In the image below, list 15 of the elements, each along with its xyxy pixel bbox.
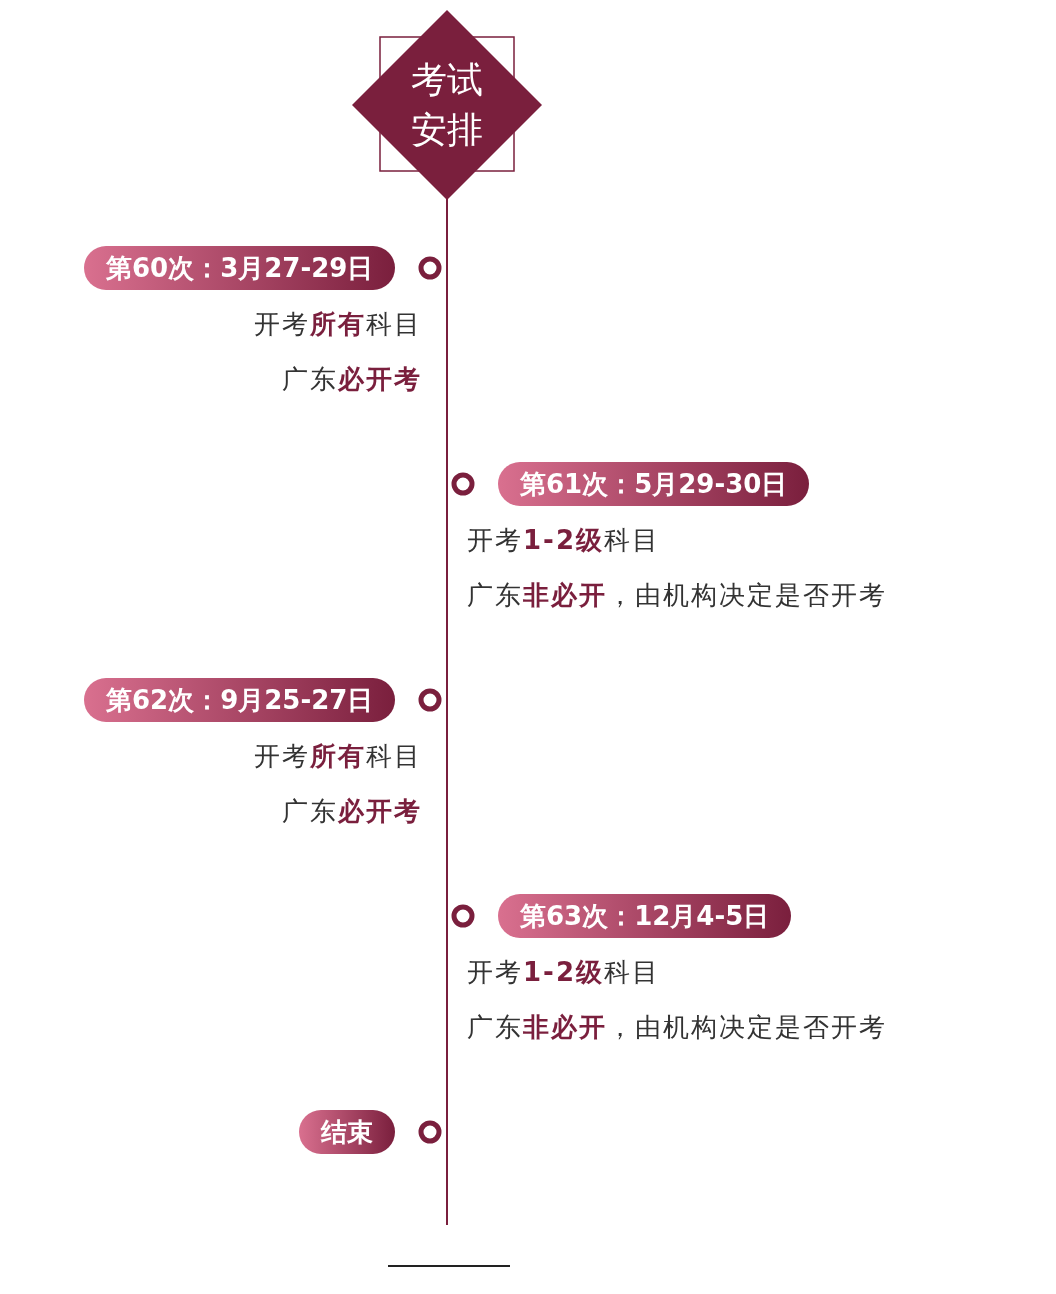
title-diamond <box>352 10 542 200</box>
description-text: 开考所有科目 <box>254 740 422 773</box>
description-text: 开考1-2级科目 <box>467 524 660 557</box>
description-text: 广东必开考 <box>282 363 422 396</box>
date-pill: 第61次：5月29-30日 <box>498 462 810 506</box>
description-text: 广东非必开，由机构决定是否开考 <box>467 1011 887 1044</box>
description-text: 开考所有科目 <box>254 308 422 341</box>
description-text: 广东必开考 <box>282 795 422 828</box>
date-pill: 第63次：12月4-5日 <box>498 894 792 938</box>
description-text: 广东非必开，由机构决定是否开考 <box>467 579 887 612</box>
title-text: 考试安排 <box>410 58 484 152</box>
description-text: 开考1-2级科目 <box>467 956 660 989</box>
date-pill: 第62次：9月25-27日 <box>84 678 396 722</box>
date-pill: 第60次：3月27-29日 <box>84 246 396 290</box>
date-pill: 结束 <box>299 1110 395 1154</box>
